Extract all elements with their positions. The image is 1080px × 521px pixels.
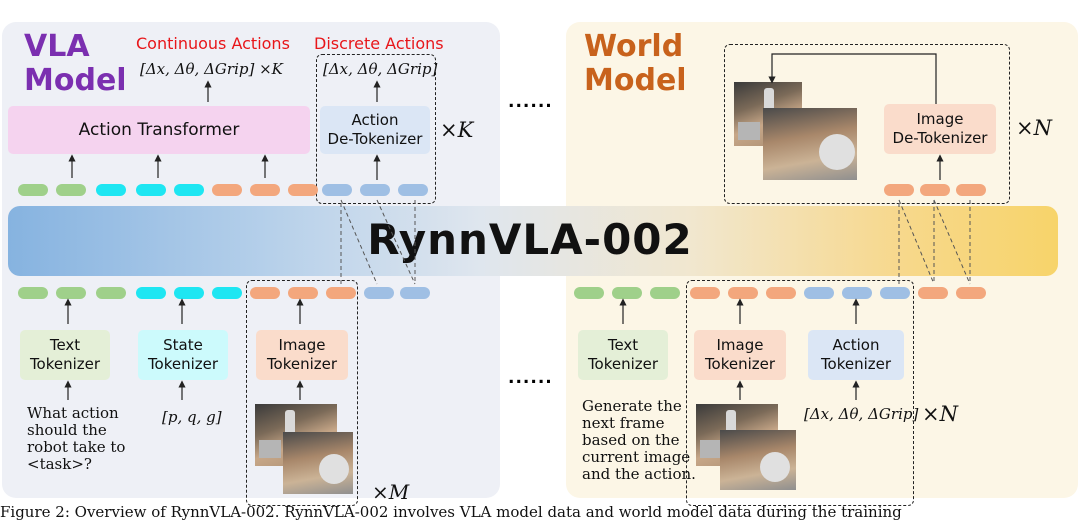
text-token xyxy=(18,184,48,196)
world-text-instruction: Generate the next frame based on the cur… xyxy=(582,397,696,483)
continuous-actions-label: Continuous Actions xyxy=(136,34,290,53)
state-vector: [p, q, g] xyxy=(162,408,222,426)
text-token xyxy=(650,287,680,299)
action-token xyxy=(804,287,834,299)
image-token xyxy=(326,287,356,299)
state-token xyxy=(212,287,242,299)
banner-title: RynnVLA-002 xyxy=(367,215,693,264)
state-token xyxy=(174,287,204,299)
world-input-group xyxy=(686,280,914,506)
image-token xyxy=(288,184,318,196)
times-k-label: ×K xyxy=(440,118,474,142)
action-token xyxy=(322,184,352,196)
image-detokenizer: Image De-Tokenizer xyxy=(884,104,996,154)
text-token xyxy=(18,287,48,299)
ellipsis-bottom: ...... xyxy=(508,368,553,388)
image-token xyxy=(956,287,986,299)
text-token xyxy=(56,184,86,196)
state-token xyxy=(174,184,204,196)
image-input-group xyxy=(246,280,358,506)
world-image-tokenizer: Image Tokenizer xyxy=(694,330,786,380)
image-token xyxy=(766,287,796,299)
action-token xyxy=(398,184,428,196)
image-token xyxy=(884,184,914,196)
ellipsis-top: ...... xyxy=(508,92,553,112)
image-token xyxy=(920,184,950,196)
discrete-action-group xyxy=(316,54,436,204)
text-tokenizer: Text Tokenizer xyxy=(20,330,110,380)
image-token xyxy=(690,287,720,299)
vla-arrows xyxy=(64,80,416,400)
continuous-action-vector: [Δx, Δθ, ΔGrip] ×K xyxy=(140,60,283,78)
discrete-actions-label: Discrete Actions xyxy=(314,34,444,53)
action-token xyxy=(360,184,390,196)
state-token xyxy=(136,184,166,196)
image-token xyxy=(250,184,280,196)
text-token xyxy=(56,287,86,299)
image-output-group xyxy=(724,44,1010,204)
image-token xyxy=(212,184,242,196)
action-detokenizer: Action De-Tokenizer xyxy=(320,106,430,154)
action-token xyxy=(880,287,910,299)
action-token xyxy=(400,287,430,299)
world-text-tokenizer: Text Tokenizer xyxy=(578,330,668,380)
times-n-bottom-label: ×N xyxy=(922,402,958,426)
world-model-title: World Model xyxy=(584,29,687,98)
text-token xyxy=(96,287,126,299)
action-token xyxy=(842,287,872,299)
vla-text-instruction: What action should the robot take to <ta… xyxy=(27,404,126,473)
current-frame-image xyxy=(720,430,796,490)
image-token xyxy=(250,287,280,299)
vla-title: VLA Model xyxy=(24,29,127,98)
times-n-top-label: ×N xyxy=(1016,116,1052,140)
times-m-label: ×M xyxy=(372,480,410,504)
discrete-action-vector: [Δx, Δθ, ΔGrip] xyxy=(323,60,438,78)
state-token xyxy=(96,184,126,196)
image-token xyxy=(728,287,758,299)
rynnvla-banner xyxy=(8,206,1058,276)
action-tokenizer: Action Tokenizer xyxy=(808,330,904,380)
world-arrows xyxy=(619,53,971,400)
figure-caption: Figure 2: Overview of RynnVLA-002. RynnV… xyxy=(0,503,902,521)
image-token xyxy=(956,184,986,196)
state-token xyxy=(136,287,166,299)
world-action-vector: [Δx, Δθ, ΔGrip] xyxy=(804,405,919,423)
image-tokenizer: Image Tokenizer xyxy=(256,330,348,380)
action-token xyxy=(364,287,394,299)
text-token xyxy=(574,287,604,299)
generated-frame-image xyxy=(763,108,857,180)
robot-frame-image xyxy=(283,432,353,494)
text-token xyxy=(612,287,642,299)
state-tokenizer: State Tokenizer xyxy=(138,330,228,380)
image-token xyxy=(918,287,948,299)
image-token xyxy=(288,287,318,299)
action-transformer: Action Transformer xyxy=(8,106,310,154)
